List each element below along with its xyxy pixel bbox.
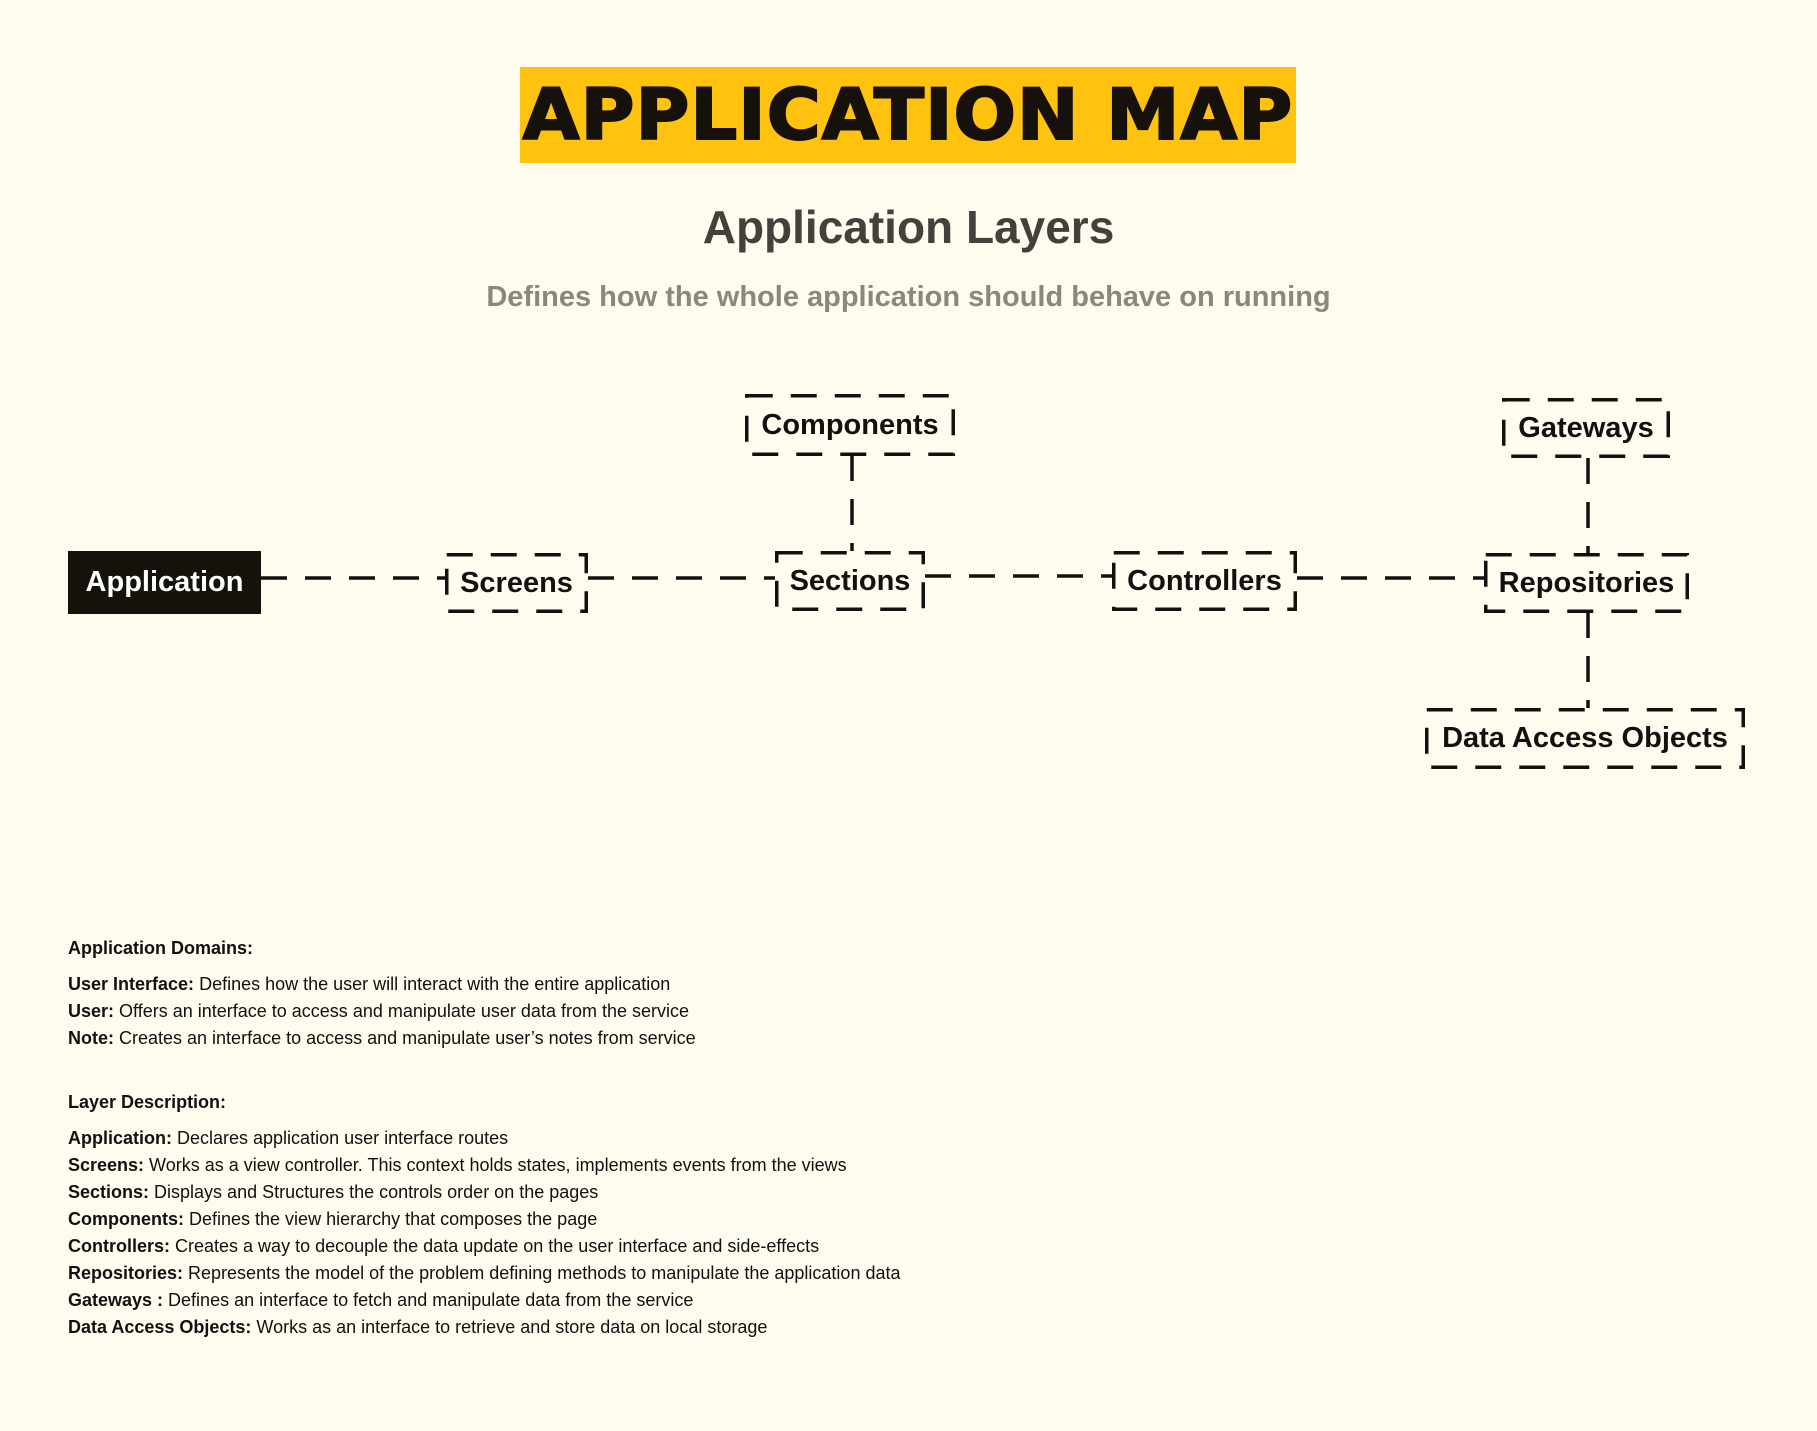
page-subtitle: Defines how the whole application should… [486,281,1331,313]
domain-item: User Interface: Defines how the user wil… [68,971,696,998]
domains-section: Application Domains: User Interface: Def… [68,935,696,1052]
layer-term: Application: [68,1128,172,1148]
layer-item: Gateways : Defines an interface to fetch… [68,1287,900,1314]
layer-term: Repositories: [68,1263,184,1283]
domains-heading: Application Domains: [68,938,254,958]
node-repositories-border [1484,553,1689,613]
node-screens-label: Screens [460,566,573,599]
layer-text: Defines the view hierarchy that composes… [184,1209,598,1229]
layer-item: Components: Defines the view hierarchy t… [68,1206,900,1233]
layer-text: Displays and Structures the controls ord… [149,1182,599,1202]
node-sections-label: Sections [789,564,911,597]
layer-item: Repositories: Represents the model of th… [68,1260,900,1287]
layer-item: Data Access Objects: Works as an interfa… [68,1314,900,1341]
banner-title: APPLICATION MAP [522,73,1294,157]
node-data-access-objects-border [1425,708,1745,769]
node-application-label: Application [85,566,244,598]
layer-text: Defines an interface to fetch and manipu… [163,1290,694,1310]
node-controllers-label: Controllers [1127,564,1282,597]
domain-term: Note: [68,1028,114,1048]
domain-term: User: [68,1001,115,1021]
node-repositories[interactable]: Repositories [1484,553,1689,613]
node-controllers-border [1112,551,1297,611]
layer-term: Components: [68,1209,184,1229]
node-components-border [745,394,955,456]
node-components-label: Components [761,408,939,441]
domain-text: Offers an interface to access and manipu… [114,1001,689,1021]
layer-term: Controllers: [68,1236,171,1256]
node-screens-border [445,553,588,613]
domain-text: Defines how the user will interact with … [194,974,671,994]
layer-term: Gateways : [68,1290,164,1310]
layer-text: Works as an interface to retrieve and st… [251,1317,768,1337]
layer-term: Data Access Objects: [68,1317,252,1337]
layer-item: Screens: Works as a view controller. Thi… [68,1152,900,1179]
domain-item: Note: Creates an interface to access and… [68,1025,696,1052]
layer-term: Screens: [68,1155,145,1175]
page-title: Application Layers [702,201,1115,253]
banner: APPLICATION MAP [520,67,1296,163]
node-sections-border [775,551,925,611]
node-data-access-objects-label: Data Access Objects [1442,722,1728,754]
domain-text: Creates an interface to access and manip… [114,1028,696,1048]
node-controllers[interactable]: Controllers [1112,551,1297,611]
domain-term: User Interface: [68,974,195,994]
node-screens[interactable]: Screens [445,553,588,613]
layer-text: Represents the model of the problem defi… [183,1263,901,1283]
node-data-access-objects[interactable]: Data Access Objects [1425,708,1745,769]
node-components[interactable]: Components [745,394,955,456]
layer-text: Declares application user interface rout… [172,1128,509,1148]
layers-section: Layer Description: Application: Declares… [68,1089,900,1341]
layers-heading: Layer Description: [68,1092,227,1112]
layer-item: Sections: Displays and Structures the co… [68,1179,900,1206]
domain-item: User: Offers an interface to access and … [68,998,696,1025]
layer-item: Application: Declares application user i… [68,1125,900,1152]
node-repositories-label: Repositories [1498,566,1675,599]
layer-text: Creates a way to decouple the data updat… [170,1236,820,1256]
layer-term: Sections: [68,1182,150,1202]
node-gateways-border [1502,398,1670,458]
node-sections[interactable]: Sections [775,551,925,611]
layer-text: Works as a view controller. This context… [144,1155,847,1175]
node-application[interactable]: Application [68,551,261,614]
node-gateways-label: Gateways [1518,411,1654,444]
layer-item: Controllers: Creates a way to decouple t… [68,1233,900,1260]
node-gateways[interactable]: Gateways [1502,398,1670,458]
